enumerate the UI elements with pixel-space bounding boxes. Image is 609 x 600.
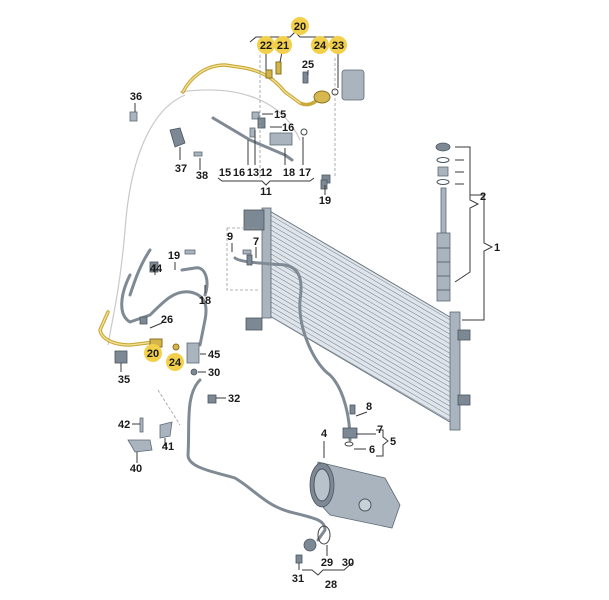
refrigerant-line-11: [211, 116, 294, 162]
label-36: 36: [130, 91, 142, 103]
refrigerant-line-28: [186, 378, 327, 542]
label-22: 22: [260, 40, 272, 52]
badge-21: [274, 36, 292, 54]
label-23: 23: [332, 40, 344, 52]
condenser-fin: [269, 315, 453, 423]
label-24-top: 24: [314, 40, 327, 52]
label-7-right: 7: [377, 424, 383, 436]
label-35: 35: [118, 374, 130, 386]
refrigerant-line-upper-left: [128, 248, 152, 297]
label-11: 11: [260, 186, 272, 198]
badge-20-bottom: [144, 344, 162, 362]
badge-24-bottom: [166, 353, 184, 371]
ghost-line-left: [107, 94, 186, 346]
label-28: 28: [325, 579, 337, 591]
label-6: 6: [369, 444, 375, 456]
label-7-top: 7: [253, 236, 259, 248]
condenser-fins: [269, 214, 453, 423]
refrigerant-line-7: [233, 256, 352, 442]
condenser-fin: [269, 219, 453, 327]
label-45: 45: [208, 349, 220, 361]
label-30-left: 30: [208, 367, 220, 379]
label-17: 17: [299, 167, 311, 179]
label-41: 41: [162, 441, 174, 453]
refrigerant-line-18: [180, 266, 209, 297]
flange-24: [313, 90, 331, 104]
callout-labels: 20 22 21 24 23 20 24 25 36 15 16 37 38 1…: [118, 21, 500, 591]
label-24-bottom: 24: [169, 357, 182, 369]
label-5: 5: [390, 436, 396, 448]
condenser-fin: [269, 224, 453, 331]
expansion-valve: [341, 69, 365, 101]
condenser: [243, 207, 471, 431]
highlight-badges: [144, 17, 347, 371]
label-15-bottom: 15: [219, 167, 231, 179]
small-parts: [114, 61, 358, 564]
label-42: 42: [118, 419, 130, 431]
condenser-fin: [269, 243, 453, 351]
label-12: 12: [260, 167, 272, 179]
label-38: 38: [196, 170, 208, 182]
label-9: 9: [227, 231, 233, 243]
condenser-fin: [269, 233, 453, 341]
badge-20-top: [291, 17, 309, 35]
label-4: 4: [321, 428, 328, 440]
compressor: [309, 461, 401, 529]
badge-24-top: [311, 36, 329, 54]
condenser-fin: [269, 214, 453, 322]
label-2: 2: [480, 191, 486, 203]
label-19-top: 19: [319, 195, 331, 207]
label-25: 25: [302, 59, 314, 71]
label-16-top: 16: [282, 122, 294, 134]
badge-22: [257, 36, 275, 54]
ghost-line-top: [179, 89, 301, 141]
label-15-top: 15: [274, 109, 286, 121]
condenser-fin: [269, 229, 453, 336]
label-8: 8: [366, 401, 372, 413]
label-37: 37: [175, 163, 187, 175]
label-40: 40: [130, 463, 142, 475]
label-20-bottom: 20: [147, 348, 159, 360]
label-16-bottom: 16: [233, 167, 245, 179]
label-31: 31: [292, 573, 304, 585]
condenser-fin: [269, 310, 453, 418]
label-44: 44: [150, 263, 163, 275]
condenser-fin: [269, 238, 453, 346]
label-26: 26: [161, 314, 173, 326]
label-30-bottom: 30: [342, 557, 354, 569]
condenser-fin: [269, 248, 453, 355]
receiver-dryer: [435, 142, 451, 302]
label-19-left: 19: [168, 250, 180, 262]
badge-23: [329, 36, 347, 54]
label-13: 13: [247, 167, 259, 179]
label-20-top: 20: [294, 21, 306, 33]
refrigerant-line-suction: [120, 273, 208, 347]
label-21: 21: [277, 40, 289, 52]
label-18-top: 18: [283, 167, 295, 179]
condenser-fin: [269, 253, 453, 360]
label-32: 32: [228, 393, 240, 405]
label-18-left: 18: [199, 295, 211, 307]
label-29: 29: [321, 557, 333, 569]
label-1: 1: [494, 242, 500, 254]
